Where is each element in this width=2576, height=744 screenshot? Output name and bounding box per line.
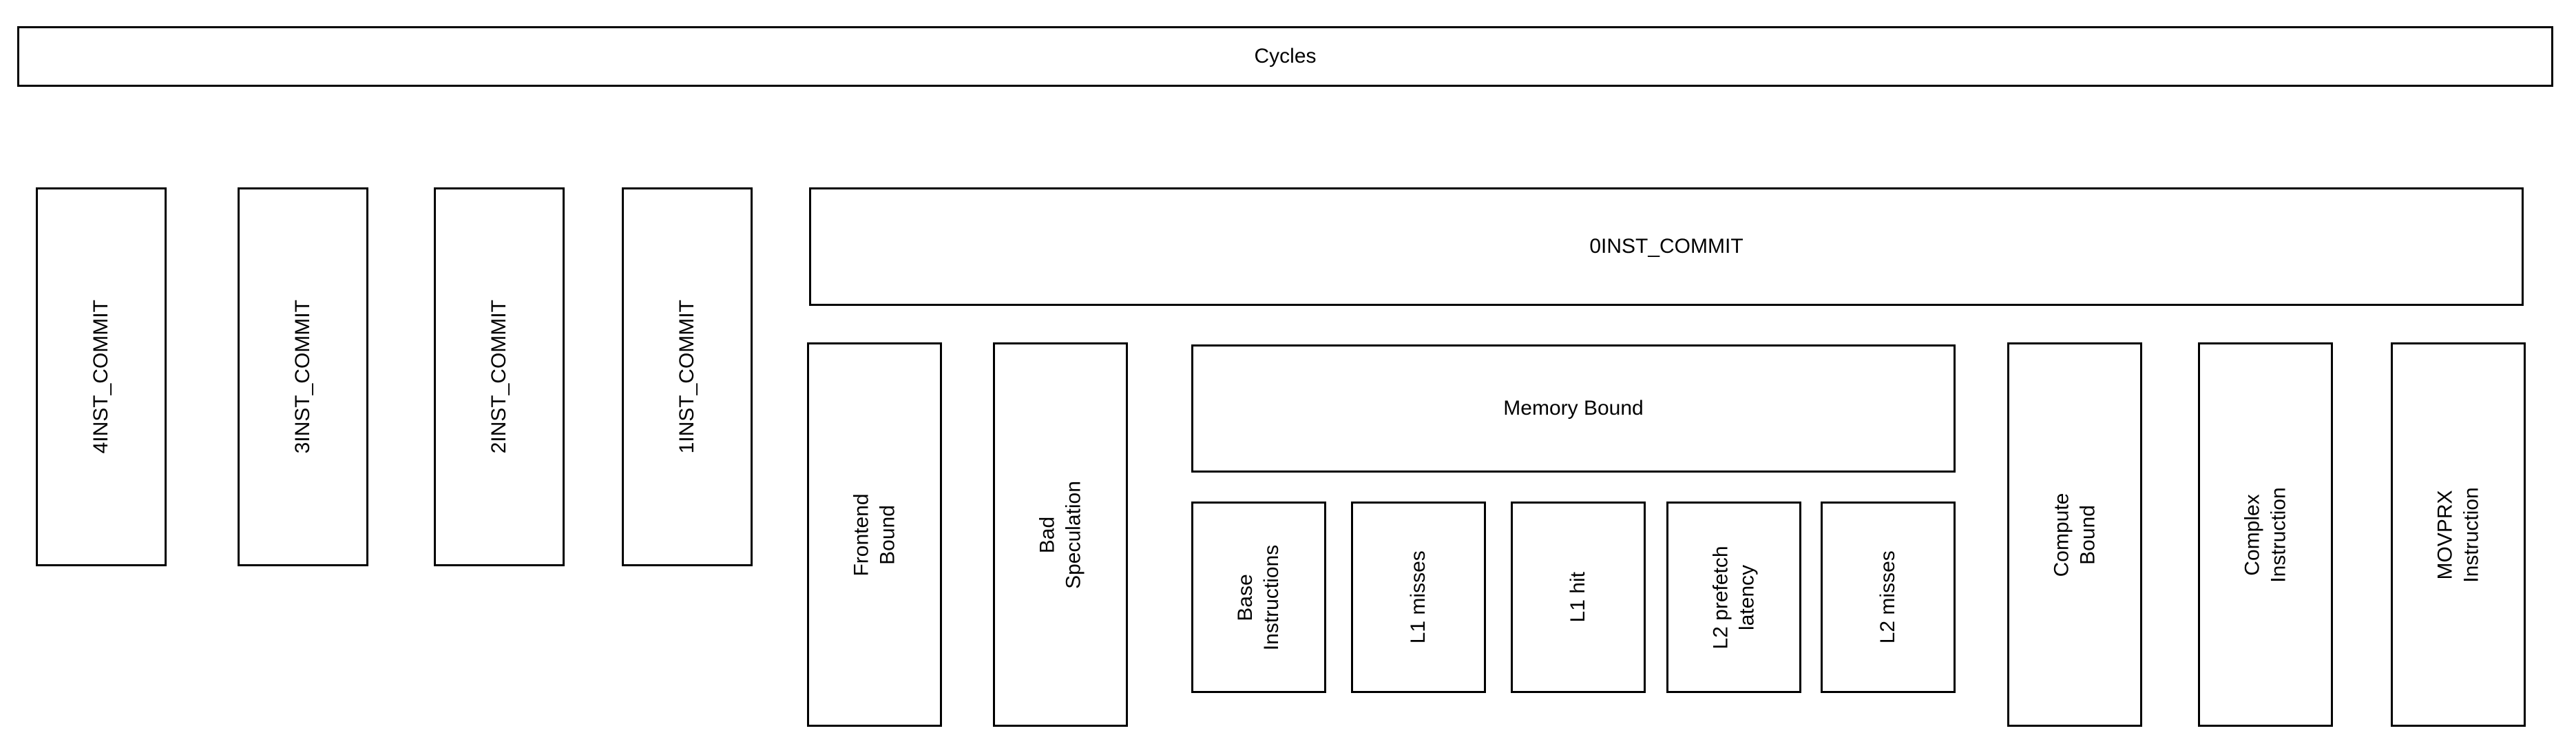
node-frontend-bound[interactable]: Frontend Bound — [807, 342, 942, 727]
node-2inst-commit-label: 2INST_COMMIT — [488, 300, 511, 454]
node-l1-hit-label: L1 hit — [1567, 572, 1590, 623]
node-l1-misses-label: L1 misses — [1407, 550, 1430, 644]
node-base-instructions-label: Base Instructions — [1234, 544, 1284, 650]
node-1inst-commit-label: 1INST_COMMIT — [676, 300, 699, 454]
node-complex-instruction-label: Complex Instruction — [2241, 486, 2290, 583]
node-4inst-commit[interactable]: 4INST_COMMIT — [36, 187, 167, 566]
node-3inst-commit[interactable]: 3INST_COMMIT — [238, 187, 368, 566]
node-compute-bound[interactable]: Compute Bound — [2007, 342, 2142, 727]
node-frontend-bound-label: Frontend Bound — [850, 493, 899, 577]
node-0inst-commit[interactable]: 0INST_COMMIT — [809, 187, 2524, 306]
node-cycles[interactable]: Cycles — [17, 26, 2553, 87]
node-1inst-commit[interactable]: 1INST_COMMIT — [622, 187, 753, 566]
node-bad-speculation-label: Bad Speculation — [1036, 480, 1085, 589]
node-memory-bound[interactable]: Memory Bound — [1191, 344, 1956, 473]
node-movprx-instruction-label: MOVPRX Instruction — [2433, 486, 2483, 583]
node-4inst-commit-label: 4INST_COMMIT — [90, 300, 113, 454]
node-2inst-commit[interactable]: 2INST_COMMIT — [434, 187, 565, 566]
node-cycles-label: Cycles — [1254, 45, 1317, 68]
node-3inst-commit-label: 3INST_COMMIT — [291, 300, 315, 454]
node-l1-hit[interactable]: L1 hit — [1511, 502, 1646, 693]
node-l2-misses-label: L2 misses — [1876, 550, 1900, 644]
node-movprx-instruction[interactable]: MOVPRX Instruction — [2391, 342, 2526, 727]
node-base-instructions[interactable]: Base Instructions — [1191, 502, 1326, 693]
node-bad-speculation[interactable]: Bad Speculation — [993, 342, 1128, 727]
node-memory-bound-label: Memory Bound — [1503, 397, 1644, 420]
node-l2-misses[interactable]: L2 misses — [1821, 502, 1956, 693]
node-0inst-commit-label: 0INST_COMMIT — [1589, 235, 1743, 258]
node-compute-bound-label: Compute Bound — [2050, 493, 2099, 577]
node-l2-prefetch-latency[interactable]: L2 prefetch latency — [1666, 502, 1801, 693]
node-l2-prefetch-latency-label: L2 prefetch latency — [1709, 545, 1758, 650]
node-complex-instruction[interactable]: Complex Instruction — [2198, 342, 2333, 727]
node-l1-misses[interactable]: L1 misses — [1351, 502, 1486, 693]
